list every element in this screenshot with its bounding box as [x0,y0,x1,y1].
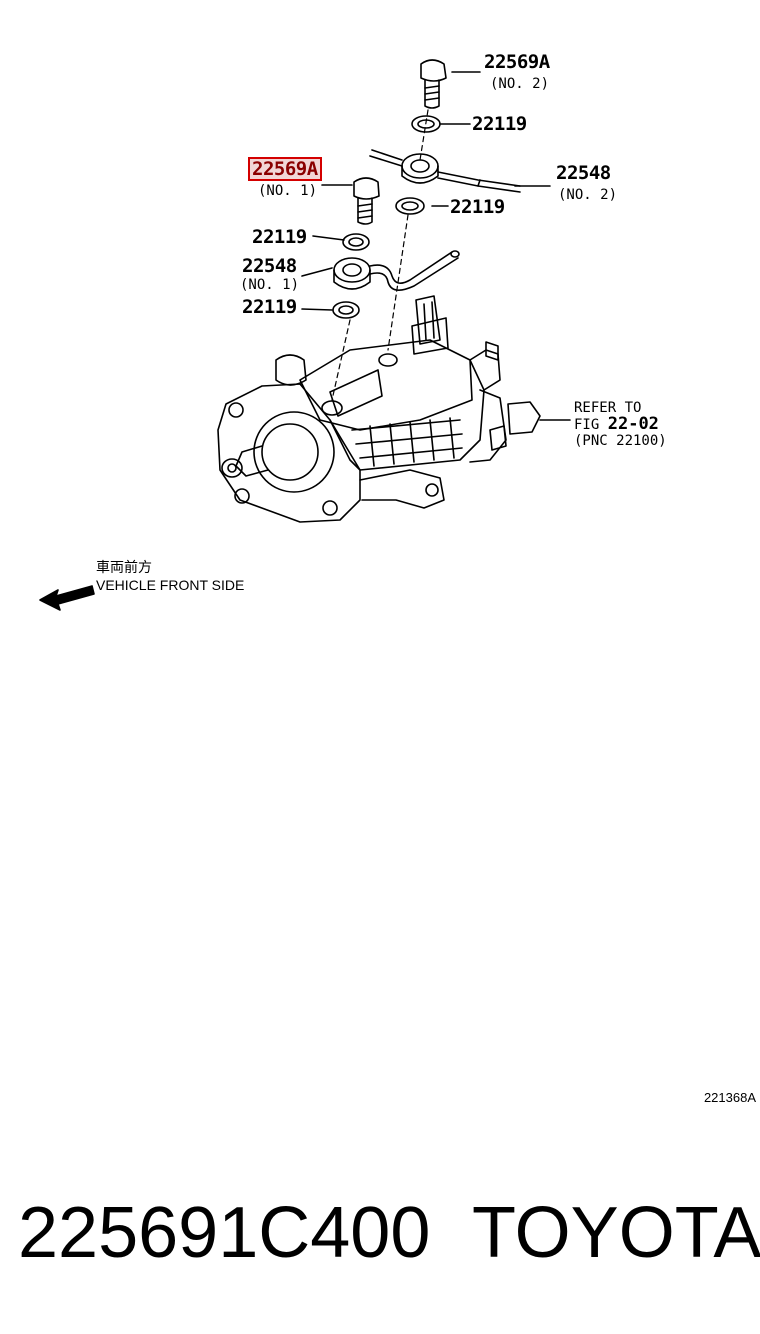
vehicle-front-jp: 車両前方 [96,559,152,575]
part-label-22119-top[interactable]: 22119 [472,113,527,135]
parts-diagram: 22569A (NO. 2) 22119 22569A (NO. 1) 2254… [0,0,760,640]
diagram-code: 221368A [703,1090,756,1105]
refer-fig-prefix: FIG [574,417,600,433]
injection-pump-illustration [39,59,571,611]
footer-part-number: 225691C400 [18,1193,431,1273]
refer-pnc: (PNC 22100) [574,433,667,449]
part-label-22548-no1[interactable]: 22548 [242,255,297,277]
part-label-22119-mid-left[interactable]: 22119 [252,226,307,248]
refer-fig-number: 22-02 [607,414,659,434]
part-sublabel-pipe-no2: (NO. 2) [558,187,618,203]
vehicle-front-en: VEHICLE FRONT SIDE [96,577,245,593]
part-label-22569a-no2[interactable]: 22569A [484,51,550,73]
part-sublabel-no2: (NO. 2) [490,76,550,92]
part-sublabel-pipe-no1: (NO. 1) [240,277,300,293]
part-label-22548-no2[interactable]: 22548 [556,162,611,184]
refer-line-1: REFER TO [574,400,642,416]
part-label-22119-mid-right[interactable]: 22119 [450,196,505,218]
part-sublabel-no1: (NO. 1) [258,183,318,199]
footer-caption: 225691C400 TOYOTA [18,1188,760,1278]
part-label-22119-low[interactable]: 22119 [242,296,297,318]
part-label-22569a-no1-highlighted[interactable]: 22569A [248,157,322,181]
refer-to-figure-note[interactable]: REFER TO FIG 22-02 (PNC 22100) [574,400,667,449]
footer-brand: TOYOTA [472,1193,760,1273]
